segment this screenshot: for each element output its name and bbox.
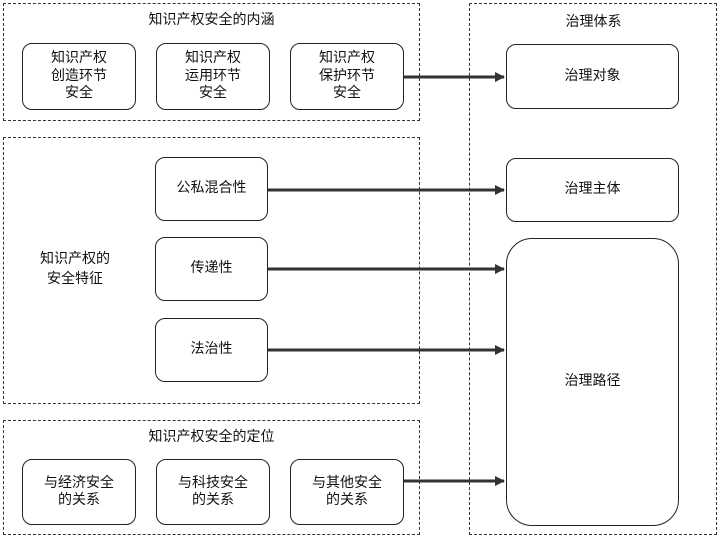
characteristics-group — [3, 137, 420, 404]
connotation-group — [3, 3, 420, 121]
governance-subject-node: 治理主体 — [506, 158, 679, 222]
creation-security-node: 知识产权 创造环节 安全 — [22, 43, 136, 110]
economic-security-relation-node: 与经济安全 的关系 — [22, 459, 136, 525]
public-private-mix-node: 公私混合性 — [155, 157, 268, 221]
rule-of-law-node: 法治性 — [155, 318, 268, 382]
governance-title: 治理体系 — [565, 14, 622, 30]
utilization-security-node: 知识产权 运用环节 安全 — [156, 43, 270, 110]
protection-security-node: 知识产权 保护环节 安全 — [290, 43, 404, 110]
characteristics-title: 知识产权的 安全特征 — [40, 251, 110, 288]
transmissibility-node: 传递性 — [155, 237, 268, 301]
governance-path-node: 治理路径 — [506, 238, 679, 526]
other-security-relation-node: 与其他安全 的关系 — [290, 459, 404, 525]
positioning-title: 知识产权安全的定位 — [148, 429, 275, 445]
governance-object-node: 治理对象 — [506, 44, 679, 109]
positioning-group — [3, 420, 420, 535]
connotation-title: 知识产权安全的内涵 — [148, 12, 275, 28]
tech-security-relation-node: 与科技安全 的关系 — [156, 459, 270, 525]
